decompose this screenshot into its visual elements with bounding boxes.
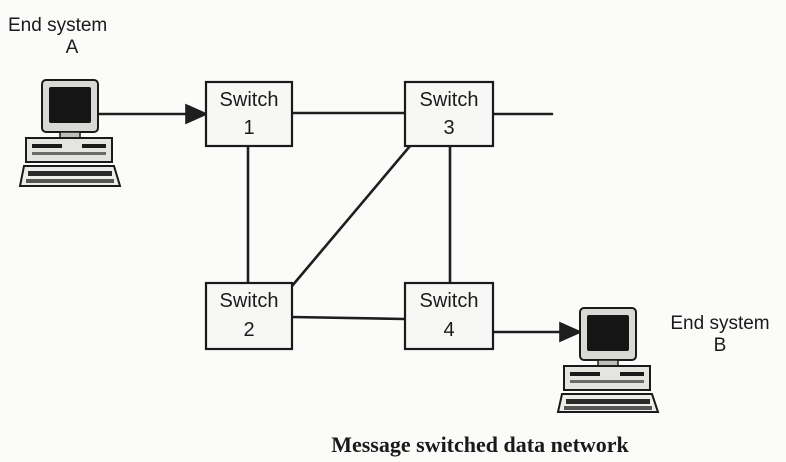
switch-1: Switch 1 [204, 80, 294, 148]
end-system-a-id: A [65, 37, 79, 58]
switch-4-label: Switch [420, 290, 479, 312]
switch-1-label: Switch [220, 89, 279, 111]
end-system-b-title: End system [670, 313, 770, 334]
switch-2-label: Switch [220, 290, 279, 312]
end-system-b-id: B [713, 335, 727, 356]
switch-1-number: 1 [243, 117, 254, 139]
end-system-a-computer-icon [18, 79, 122, 187]
end-system-b-label: End system B [655, 313, 785, 357]
switch-4-number: 4 [443, 319, 454, 341]
link-switch-2-to-switch-3 [290, 144, 412, 288]
diagram-caption: Message switched data network [331, 432, 629, 457]
switch-3-number: 3 [443, 117, 454, 139]
end-system-b-computer-icon [556, 307, 660, 413]
switch-2-number: 2 [243, 319, 254, 341]
end-system-a-label: End system A [8, 15, 138, 59]
switch-4: Switch 4 [403, 281, 495, 351]
link-switch-2-to-switch-4 [290, 315, 407, 321]
switch-3: Switch 3 [403, 80, 495, 148]
switch-2: Switch 2 [204, 281, 294, 351]
switch-3-label: Switch [420, 89, 479, 111]
end-system-a-title: End system [8, 15, 108, 36]
